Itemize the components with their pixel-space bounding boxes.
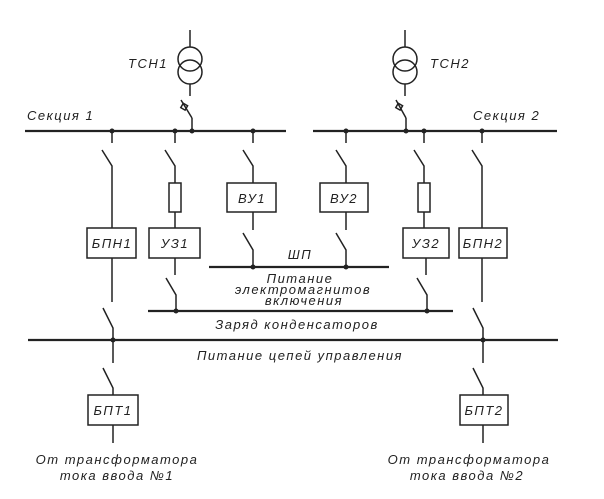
transformer-tsn2 [392, 30, 418, 131]
source-right-line1: От трансформатора [388, 452, 551, 467]
tsn2-label: ТСН2 [430, 56, 470, 71]
svg-text:УЗ1: УЗ1 [160, 236, 189, 251]
section-2-label: Секция 2 [473, 108, 540, 123]
block-uz1: УЗ1 [148, 227, 201, 259]
emag-label-2: электромагнитов [235, 282, 371, 297]
block-bpt2: БПТ2 [459, 394, 509, 426]
svg-text:ВУ1: ВУ1 [238, 191, 266, 206]
block-bpt1: БПТ1 [87, 394, 139, 426]
source-right-line2: тока ввода №2 [410, 468, 524, 483]
svg-text:ВУ2: ВУ2 [330, 191, 358, 206]
charge-label: Заряд конденсаторов [215, 317, 379, 332]
tsn1-label: ТСН1 [128, 56, 168, 71]
source-left-line1: От трансформатора [36, 452, 199, 467]
transformer-tsn1 [177, 30, 203, 131]
fuse-uz2 [417, 182, 431, 213]
svg-text:БПТ1: БПТ1 [93, 403, 132, 418]
block-uz2: УЗ2 [402, 227, 450, 259]
fuse-uz1 [168, 182, 182, 213]
svg-text:БПТ2: БПТ2 [464, 403, 503, 418]
emag-label-3: включения [265, 293, 343, 308]
svg-text:БПН1: БПН1 [92, 236, 133, 251]
section-1-label: Секция 1 [27, 108, 94, 123]
svg-text:БПН2: БПН2 [463, 236, 504, 251]
shp-label: ШП [288, 247, 312, 262]
block-bpn1: БПН1 [86, 227, 137, 259]
block-vu1: ВУ1 [226, 182, 277, 213]
source-left-line2: тока ввода №1 [60, 468, 174, 483]
control-label: Питание цепей управления [197, 348, 403, 363]
section-branch-switches [101, 131, 483, 228]
svg-text:УЗ2: УЗ2 [411, 236, 440, 251]
emag-label-1: Питание [267, 271, 334, 286]
block-vu2: ВУ2 [319, 182, 369, 213]
block-bpn2: БПН2 [458, 227, 508, 259]
